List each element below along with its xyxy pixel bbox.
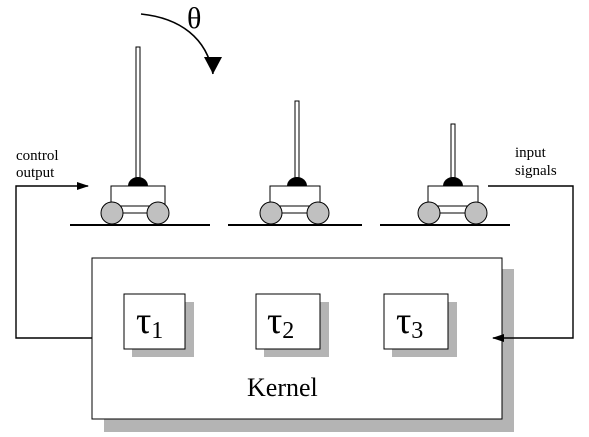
- task-box-frame: [123, 293, 186, 350]
- pendulum-pivot: [443, 177, 463, 186]
- task-subscript: 1: [151, 318, 163, 344]
- wheel-right: [464, 201, 488, 225]
- task-box-frame: [383, 293, 449, 350]
- cart-pendulum-3: [380, 123, 510, 226]
- task-subscript: 2: [282, 318, 294, 344]
- task-label: τ3: [396, 300, 423, 344]
- task-label: τ1: [136, 300, 163, 344]
- wheel-left: [417, 201, 441, 225]
- rotation-arrow: [140, 13, 214, 75]
- input-signals-label: input signals: [515, 145, 557, 179]
- pendulum-rod: [294, 100, 300, 184]
- task-box-3: τ3: [383, 293, 457, 357]
- pendulum-rod: [135, 46, 141, 184]
- wheel-right: [306, 201, 330, 225]
- wheel-left: [259, 201, 283, 225]
- cart-body: [427, 185, 479, 207]
- task-box-frame: [255, 293, 321, 350]
- pendulum-pivot: [128, 177, 148, 186]
- task-box-1: τ1: [123, 293, 194, 357]
- control-output-line-1: control: [16, 148, 59, 164]
- cart-body: [269, 185, 321, 207]
- input-signals-line-2: signals: [515, 163, 557, 179]
- control-output-connector: [15, 182, 92, 339]
- task-symbol: τ: [136, 300, 151, 342]
- wheel-left: [100, 201, 124, 225]
- control-output-line-2: output: [16, 165, 55, 181]
- kernel-label: Kernel: [247, 373, 318, 402]
- theta-label: θ: [187, 2, 201, 35]
- input-signals-line-1: input: [515, 145, 547, 161]
- task-symbol: τ: [267, 300, 282, 342]
- wheel-right: [146, 201, 170, 225]
- pendulum-rod: [450, 123, 456, 184]
- cart-pendulum-1: [70, 46, 210, 226]
- pendulum-pivot: [287, 177, 307, 186]
- input-signals-connector: [488, 185, 574, 342]
- cart-pendulum-2: [228, 100, 362, 226]
- task-symbol: τ: [396, 300, 411, 342]
- rotation-arrowhead: [204, 57, 222, 74]
- control-output-label: control output: [16, 148, 62, 181]
- task-subscript: 3: [411, 318, 423, 344]
- task-label: τ2: [267, 300, 294, 344]
- cart-body: [110, 185, 166, 207]
- task-box-2: τ2: [255, 293, 329, 357]
